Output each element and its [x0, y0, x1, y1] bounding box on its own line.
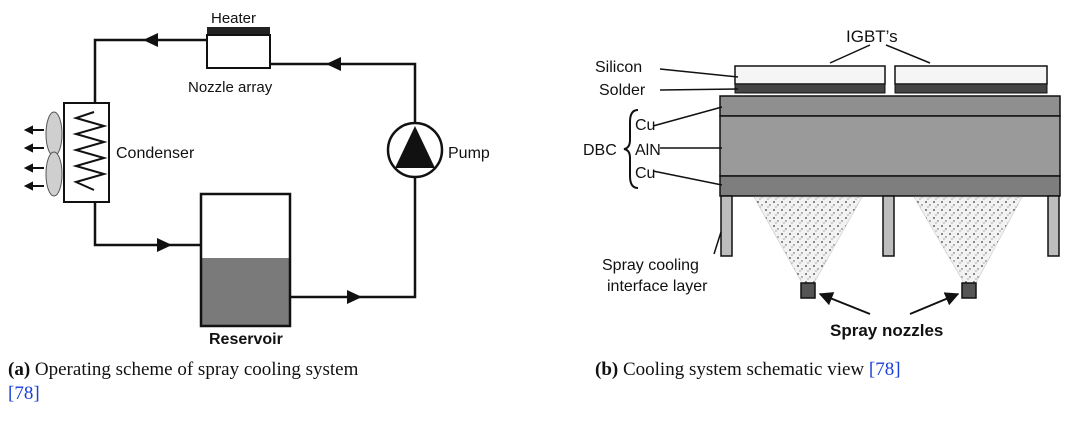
panel-b-diagram: IGBT’s Silicon Solder DBC Cu AlN Cu Spra… [583, 27, 1061, 340]
pipe-pump-to-nozzle [268, 62, 417, 122]
nozzle-array-label: Nozzle array [188, 79, 273, 96]
spray-cone-right [913, 196, 1023, 284]
cu-bottom-label: Cu [635, 165, 655, 182]
condenser-coil [72, 111, 108, 191]
flow-arrow [143, 33, 158, 47]
caption-b-ref-link[interactable]: [78] [868, 359, 901, 380]
interface-leg-right [1047, 195, 1060, 257]
reservoir-liquid [201, 258, 290, 326]
spray-nozzle-right [961, 282, 977, 299]
airflow-arrows [23, 125, 44, 191]
fan-blade [45, 151, 63, 197]
reservoir-tank [199, 192, 292, 328]
leader-lines [652, 44, 931, 255]
pipe-condenser-to-reservoir [93, 202, 201, 247]
reservoir-label: Reservoir [209, 331, 283, 348]
heater-label: Heater [211, 10, 256, 27]
nozzle-array-box [206, 34, 271, 69]
heater-bar [207, 27, 270, 35]
spray-nozzle-left [800, 282, 816, 299]
pipe-loop [93, 38, 207, 103]
caption-a-text: Operating scheme of spray cooling system [34, 359, 359, 380]
panel-b-cooling-schematic: IGBT’s Silicon Solder DBC Cu AlN Cu Spra… [540, 0, 1076, 418]
caption-b-text: Cooling system schematic view [622, 359, 865, 380]
interface-leg-left [720, 195, 733, 257]
silicon-chip-left [734, 65, 886, 85]
aln-label: AlN [635, 142, 661, 159]
spray-cone-left [753, 196, 863, 284]
spray-layer-label-line2: interface layer [607, 278, 708, 295]
cu-top-layer [719, 95, 1061, 117]
fan-blade [45, 111, 63, 157]
nozzle-arrow-right [909, 292, 960, 315]
caption-b-tag: (b) [595, 359, 619, 380]
pump-label: Pump [448, 145, 490, 162]
aln-layer [719, 115, 1061, 177]
solder-label: Solder [599, 82, 646, 99]
interface-leg-middle [882, 195, 895, 257]
dbc-brace [623, 109, 639, 189]
flow-arrow [347, 290, 362, 304]
silicon-label: Silicon [595, 59, 642, 76]
pump-triangle [395, 126, 435, 168]
pipe-reservoir-to-pump [290, 177, 417, 299]
caption-a-tag: (a) [8, 359, 31, 380]
solder-layer-left [734, 83, 886, 94]
caption-b: (b) Cooling system schematic view [78] [595, 358, 1065, 382]
spray-nozzles-label: Spray nozzles [830, 321, 943, 340]
spray-layer-label-line1: Spray cooling [602, 257, 699, 274]
caption-a: (a) Operating scheme of spray cooling sy… [8, 358, 428, 406]
panel-a-spray-cooling-scheme: Heater Nozzle array Condenser Pump Reser… [0, 0, 540, 418]
solder-layer-right [894, 83, 1048, 94]
dbc-label: DBC [583, 142, 617, 159]
cu-bottom-layer [719, 175, 1061, 197]
flow-arrow [326, 57, 341, 71]
cu-top-label: Cu [635, 117, 655, 134]
nozzle-arrow-left [818, 292, 871, 315]
condenser-label: Condenser [116, 145, 195, 162]
caption-a-ref-link[interactable]: [78] [8, 383, 40, 404]
igbts-label: IGBT’s [846, 27, 898, 46]
silicon-chip-right [894, 65, 1048, 85]
panel-a-diagram: Heater Nozzle array Condenser Pump Reser… [23, 10, 490, 348]
flow-arrow [157, 238, 172, 252]
